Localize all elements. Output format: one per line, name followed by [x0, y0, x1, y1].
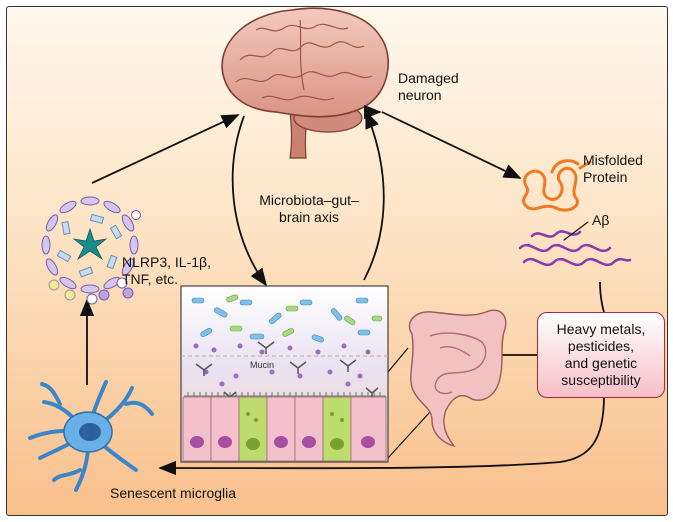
environmental-factors-box: Heavy metals, pesticides, and genetic su… — [537, 312, 665, 398]
arrows — [79, 110, 605, 476]
damaged-neuron-label: Damaged neuron — [398, 70, 459, 103]
misfolded-protein-label: Misfolded Protein — [583, 152, 643, 185]
microbiota-gut-brain-axis-label: Microbiota–gut–brain axis — [259, 192, 359, 225]
arrow-environment-to-microglia — [158, 395, 605, 476]
microglia-illustration — [28, 380, 154, 492]
inflammasome-label: NLRP3, IL-1β, TNF, etc. — [122, 254, 211, 287]
senescent-microglia-label: Senescent microglia — [110, 485, 237, 501]
inflammasome-illustration — [41, 196, 141, 305]
misfolded-protein-illustration — [521, 159, 592, 212]
arrow-brain-to-gut — [231, 115, 268, 287]
abeta-label: Aβ — [592, 212, 610, 228]
abeta-illustration — [518, 221, 632, 267]
intestine-illustration — [408, 309, 507, 448]
mucin-label: Mucin — [250, 360, 275, 370]
brain-illustration — [221, 7, 389, 159]
gut-microbiota-inset — [180, 285, 389, 463]
environmental-factors-label: Heavy metals, pesticides, and genetic su… — [556, 321, 646, 388]
arrow-inflammation-to-brain — [91, 114, 240, 184]
arrow-brain-to-protein — [381, 111, 522, 179]
arrow-gut-to-brain — [363, 110, 385, 281]
